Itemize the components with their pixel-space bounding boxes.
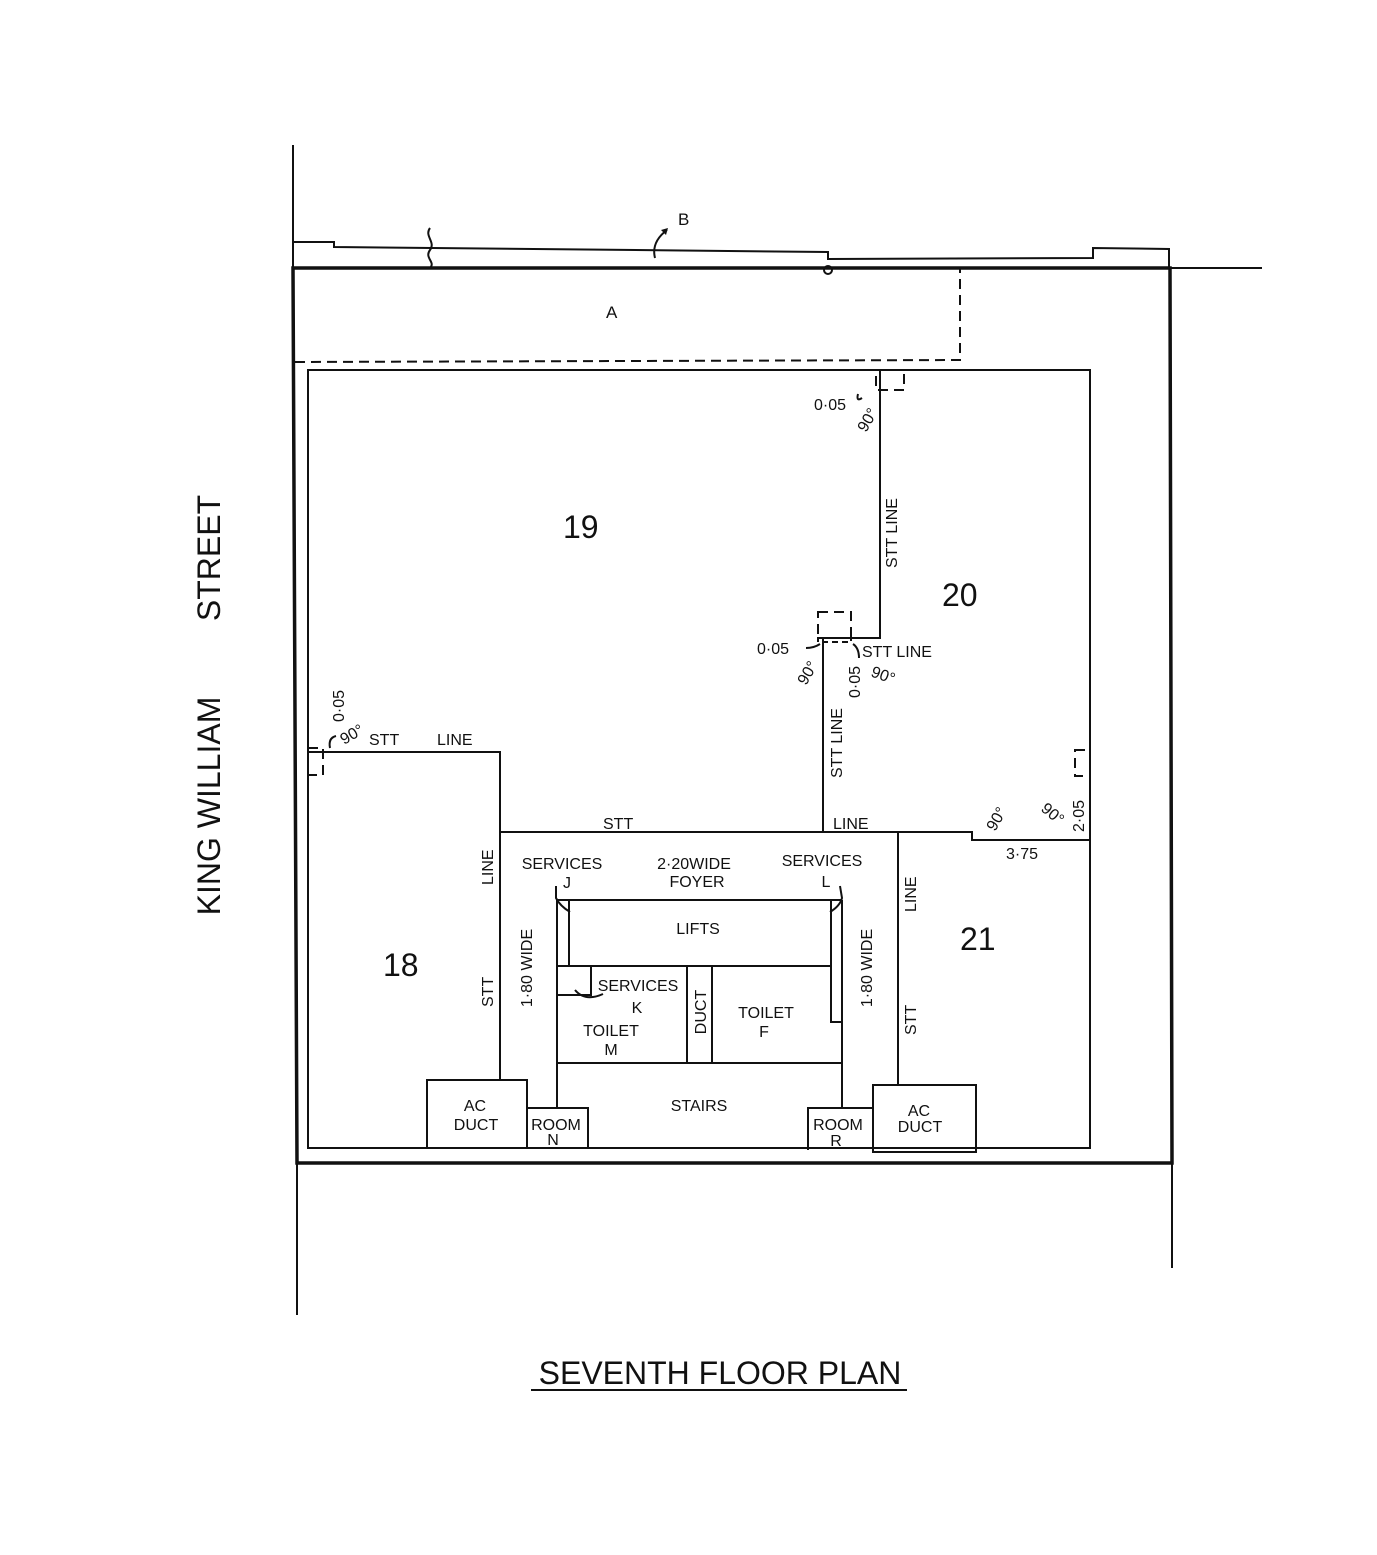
toilet-m-label: TOILET bbox=[583, 1023, 639, 1040]
angle-90: 90° bbox=[795, 659, 822, 688]
stt-label: STT bbox=[903, 1005, 920, 1035]
marker-b: B bbox=[678, 210, 689, 229]
toilet-f-code: F bbox=[759, 1024, 769, 1041]
dimension-2-05: 2·05 bbox=[1071, 800, 1088, 832]
angle-90: 90° bbox=[338, 722, 367, 749]
room-r-code: R bbox=[830, 1133, 842, 1150]
site-lines bbox=[292, 145, 1262, 1315]
neighbour-boundary-b bbox=[293, 241, 1170, 268]
angle-90: 90° bbox=[1037, 800, 1066, 829]
plan-title: SEVENTH FLOOR PLAN bbox=[539, 1355, 902, 1391]
toilet-f-label: TOILET bbox=[738, 1005, 794, 1022]
dimension-0-05: 0·05 bbox=[757, 641, 789, 658]
line-label: LINE bbox=[437, 732, 473, 749]
corridor-width-right: 1·80 WIDE bbox=[859, 929, 876, 1007]
stairs-label: STAIRS bbox=[671, 1098, 728, 1115]
services-k-label: SERVICES bbox=[598, 978, 679, 995]
services-j-code: J bbox=[563, 875, 571, 892]
room-n-code: N bbox=[547, 1132, 559, 1149]
dimension-3-75: 3·75 bbox=[1006, 846, 1038, 863]
angle-90: 90° bbox=[855, 406, 882, 435]
ac-duct-right-duct: DUCT bbox=[898, 1119, 943, 1136]
ac-duct-left-label: AC bbox=[464, 1098, 486, 1115]
angle-90: 90° bbox=[984, 805, 1011, 834]
unit-18: 18 bbox=[383, 947, 419, 983]
services-k-code: K bbox=[632, 1000, 643, 1017]
stt-line-label: STT LINE bbox=[862, 644, 932, 661]
street-name: KING WILLIAM bbox=[191, 697, 227, 916]
building-boundary bbox=[291, 266, 1174, 1165]
line-label: LINE bbox=[903, 876, 920, 912]
angle-90: 90° bbox=[869, 664, 898, 688]
corridor-width-left: 1·80 WIDE bbox=[519, 929, 536, 1007]
room-n-label: ROOM bbox=[531, 1117, 581, 1134]
stt-line-label: STT LINE bbox=[884, 498, 901, 568]
services-j-label: SERVICES bbox=[522, 856, 603, 873]
dimension-0-05: 0·05 bbox=[814, 397, 846, 414]
stt-line-label: STT LINE bbox=[829, 708, 846, 778]
unit-boundaries bbox=[307, 369, 1091, 1085]
line-label: LINE bbox=[480, 849, 497, 885]
stt-label: STT bbox=[369, 732, 399, 749]
lifts-label: LIFTS bbox=[676, 921, 720, 938]
stt-label: STT bbox=[603, 816, 633, 833]
line-label: LINE bbox=[833, 816, 869, 833]
stt-label: STT bbox=[480, 977, 497, 1007]
unit-19: 19 bbox=[563, 509, 599, 545]
ac-duct-right-label: AC bbox=[908, 1103, 930, 1120]
services-l-label: SERVICES bbox=[782, 853, 863, 870]
street-suffix: STREET bbox=[191, 495, 227, 621]
services-l-code: L bbox=[822, 874, 831, 891]
dimension-0-05: 0·05 bbox=[331, 690, 348, 722]
survey-point bbox=[823, 265, 833, 275]
room-r-label: ROOM bbox=[813, 1117, 863, 1134]
dimension-0-05: 0·05 bbox=[847, 666, 864, 698]
unit-20: 20 bbox=[942, 577, 978, 613]
area-a-outline bbox=[294, 268, 961, 363]
unit-21: 21 bbox=[960, 921, 996, 957]
area-a-label: A bbox=[606, 303, 618, 322]
foyer-label: FOYER bbox=[669, 874, 724, 891]
foyer-width: 2·20WIDE bbox=[657, 856, 731, 873]
break-symbol bbox=[427, 227, 433, 269]
toilet-m-code: M bbox=[604, 1042, 617, 1059]
service-core bbox=[328, 393, 977, 1153]
duct-label: DUCT bbox=[693, 990, 710, 1035]
ac-duct-left-duct: DUCT bbox=[454, 1117, 499, 1134]
marker-b-arrow bbox=[653, 229, 668, 259]
